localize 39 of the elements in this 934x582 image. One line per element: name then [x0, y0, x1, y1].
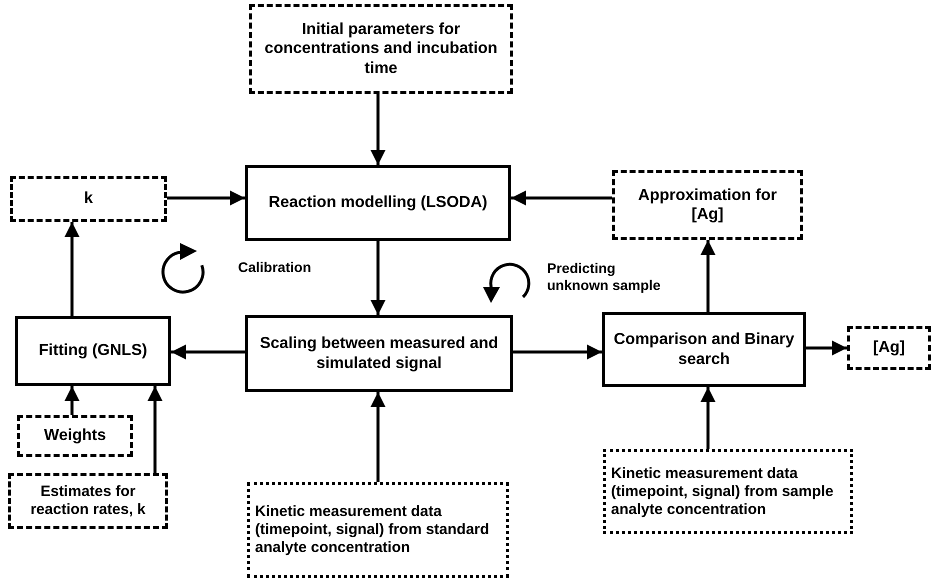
- process-box: [17, 415, 133, 457]
- process-box: [245, 165, 511, 241]
- box-text: Estimates for reaction rates, k: [29, 483, 147, 519]
- arrow: [806, 340, 847, 356]
- box-text: Kinetic measurement data (timepoint, signal) from sample analyte concentration: [611, 464, 835, 518]
- loop-label: Predicting unknown sample: [547, 260, 662, 294]
- arrow: [370, 94, 386, 165]
- box-text: Comparison and Binary search: [612, 330, 796, 369]
- process-box: [612, 170, 803, 240]
- process-box: [249, 4, 513, 94]
- process-box: [603, 449, 853, 534]
- arrow: [64, 222, 80, 316]
- process-box: [847, 326, 931, 370]
- loop-label: Calibration: [238, 259, 312, 276]
- process-box: [15, 316, 171, 386]
- arrow: [511, 190, 612, 206]
- process-box: [8, 473, 168, 529]
- arrow: [700, 240, 716, 312]
- process-box: [245, 315, 513, 392]
- arrow: [370, 392, 386, 482]
- arrow: [513, 344, 602, 360]
- arrow: [370, 241, 386, 315]
- box-text: Fitting (GNLS): [38, 341, 148, 361]
- arrow: [148, 386, 162, 473]
- box-text: Reaction modelling (LSODA): [268, 193, 488, 213]
- box-text: Approximation for [Ag]: [637, 186, 778, 224]
- box-text: Weights: [44, 426, 106, 446]
- box-text: Scaling between measured and simulated signal: [258, 334, 500, 373]
- arrow: [167, 190, 245, 206]
- box-text: Initial parameters for concentrations and incubation time: [264, 20, 498, 78]
- arrow: [700, 387, 716, 449]
- process-box: [247, 482, 509, 578]
- arrow: [64, 386, 80, 415]
- arrow: [171, 344, 245, 360]
- box-text: Kinetic measurement data (timepoint, signal) from standard analyte concentration: [255, 503, 490, 557]
- process-box: [602, 312, 806, 387]
- box-text: k: [84, 189, 93, 209]
- box-text: [Ag]: [873, 338, 905, 358]
- process-box: [10, 176, 167, 222]
